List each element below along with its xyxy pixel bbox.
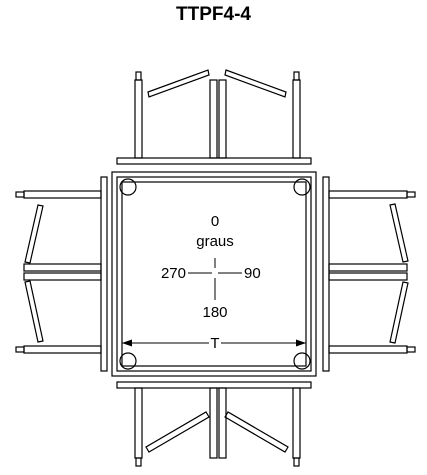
corner-post-tr bbox=[293, 178, 311, 196]
diagram-title: TTPF4-4 bbox=[176, 4, 251, 25]
outrigger-left bbox=[15, 176, 108, 372]
corner-post-br bbox=[293, 352, 311, 370]
platform-frame bbox=[111, 171, 317, 377]
dimension-label: T bbox=[210, 335, 219, 352]
outrigger-top bbox=[116, 69, 312, 165]
orientation-label-180: 180 bbox=[202, 304, 227, 321]
dimension-arrow-left bbox=[122, 339, 132, 347]
corner-post-bl bbox=[119, 352, 137, 370]
outrigger-bottom bbox=[116, 381, 312, 467]
orientation-label-270: 270 bbox=[161, 265, 186, 282]
outrigger-right bbox=[322, 176, 416, 372]
dimension-arrow-right bbox=[296, 339, 306, 347]
orientation-label-90: 90 bbox=[244, 265, 261, 282]
orientation-cross bbox=[188, 258, 242, 300]
orientation-label-0: 0 bbox=[211, 213, 219, 230]
corner-post-tl bbox=[119, 178, 137, 196]
orientation-label-graus: graus bbox=[196, 233, 234, 250]
